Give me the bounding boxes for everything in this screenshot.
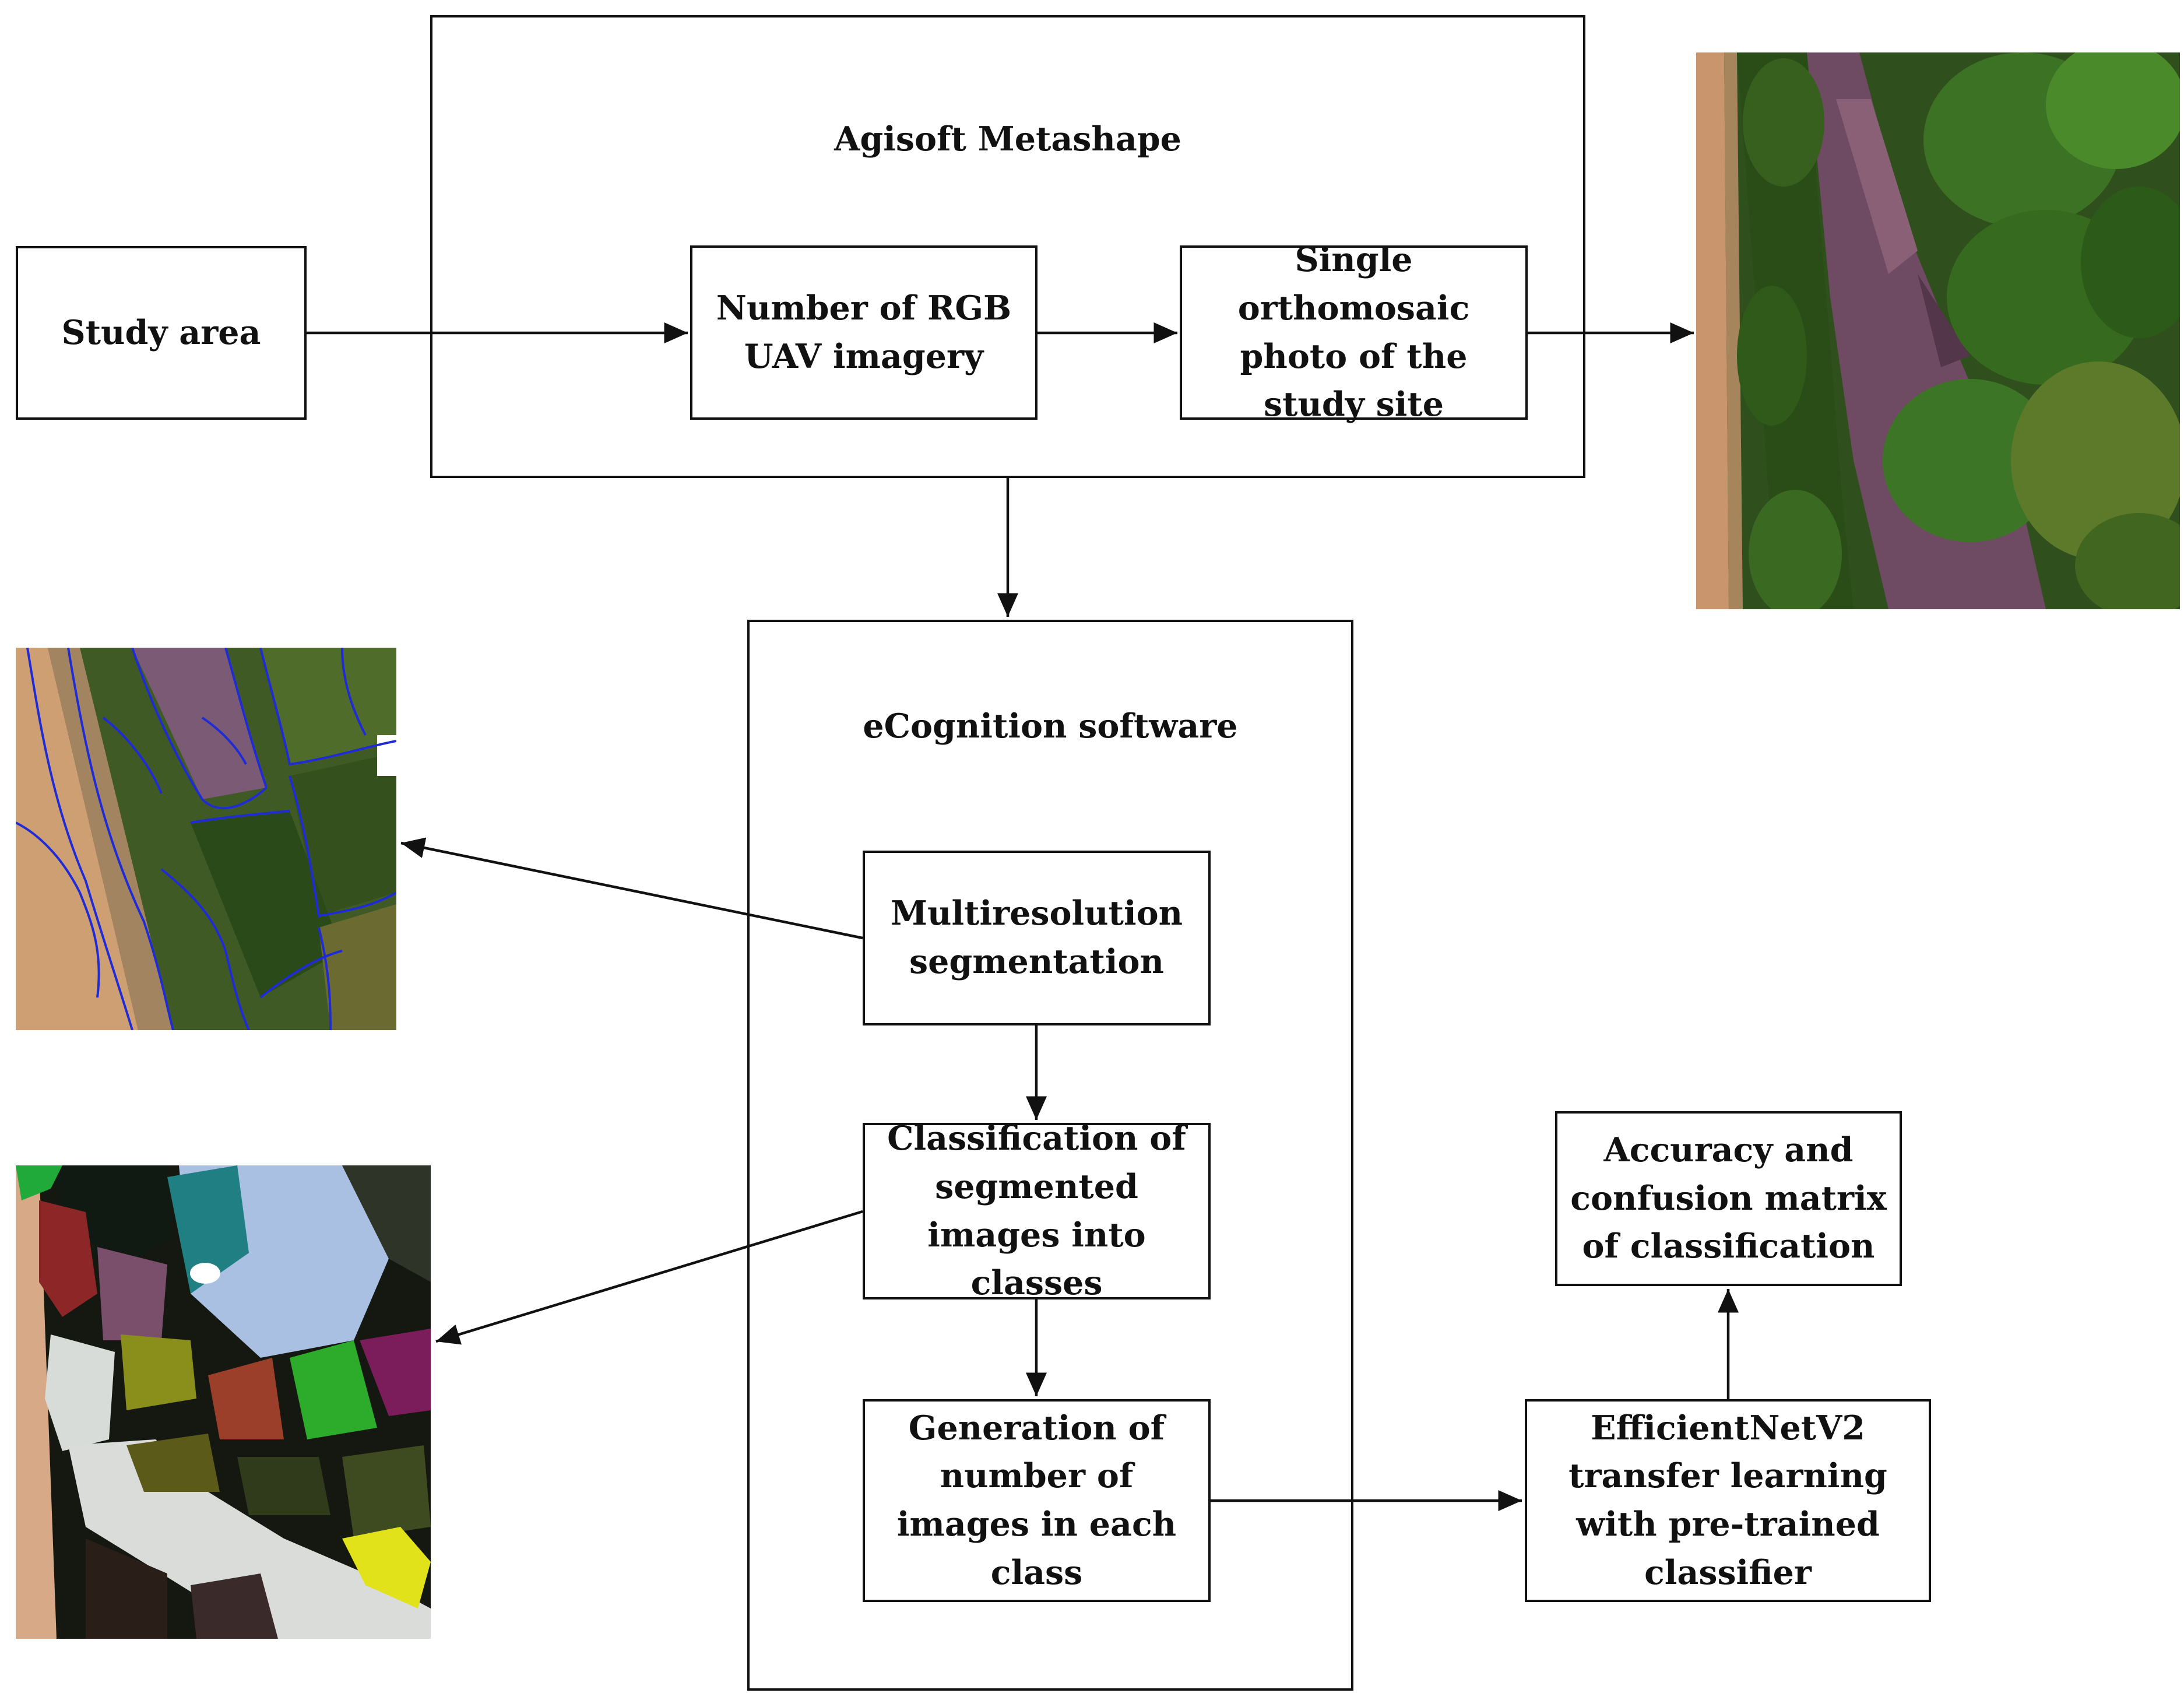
ecognition-software-title: eCognition software bbox=[863, 707, 1238, 746]
agisoft-metashape-group: Agisoft Metashape bbox=[430, 15, 1585, 478]
efficientnetv2-node: EfficientNetV2 transfer learning with pr… bbox=[1525, 1399, 1931, 1602]
study-area-node: Study area bbox=[16, 246, 307, 420]
orthomosaic-photo-image bbox=[1696, 52, 2180, 609]
ecognition-software-group: eCognition software bbox=[747, 620, 1353, 1691]
classified-segments-image bbox=[16, 1165, 431, 1639]
generation-images-node: Generation of number of images in each c… bbox=[863, 1399, 1211, 1602]
segmentation-result-image bbox=[16, 648, 396, 1030]
classification-node: Classification of segmented images into … bbox=[863, 1119, 1211, 1302]
arrow-classification-to-classified-image bbox=[435, 1210, 863, 1345]
accuracy-confusion-node: Accuracy and confusion matrix of classif… bbox=[1555, 1111, 1902, 1286]
multiresolution-segmentation-node: Multiresolution segmentation bbox=[863, 851, 1211, 1025]
rgb-uav-imagery-node: Number of RGB UAV imagery bbox=[690, 245, 1038, 420]
arrow-multiresolution-to-segmented-image bbox=[400, 837, 863, 940]
orthomosaic-node: Single orthomosaic photo of the study si… bbox=[1180, 240, 1528, 424]
agisoft-metashape-title: Agisoft Metashape bbox=[834, 120, 1181, 159]
